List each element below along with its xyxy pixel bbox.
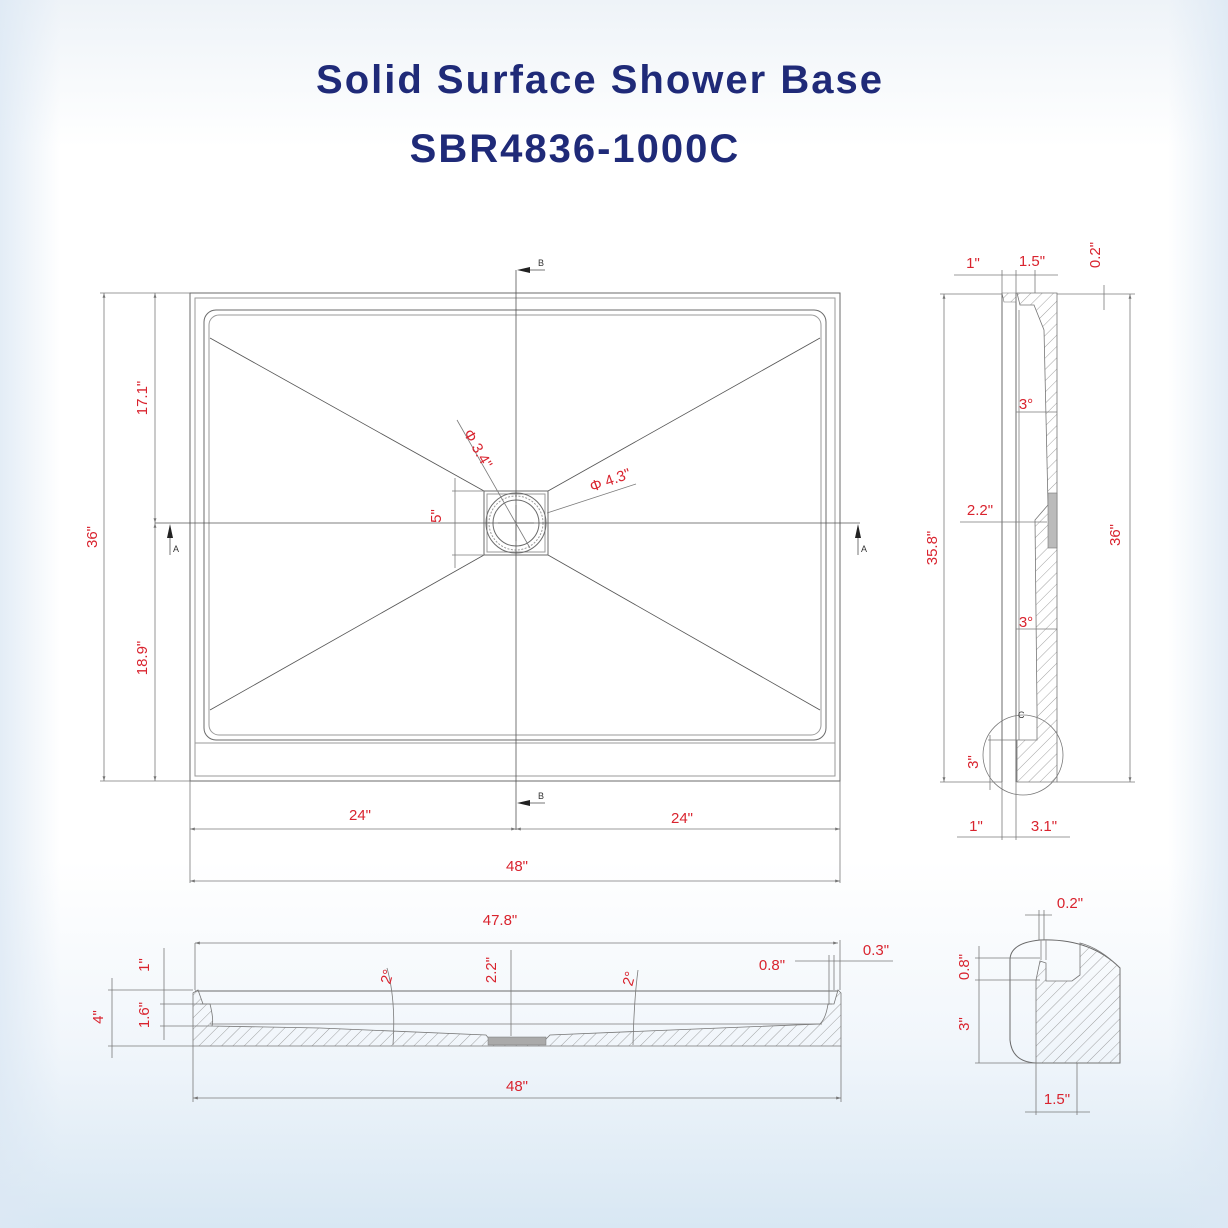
dim-drain-outer-dia: Φ 4.3" [588, 465, 634, 495]
detail-c-label: C [1018, 710, 1025, 720]
dim-drain-inner-dia: Φ 3.4" [460, 427, 496, 472]
background-glow-left [0, 0, 60, 1228]
dim-left-half-width: 24" [349, 807, 371, 824]
section-marker-a-right: A [855, 524, 867, 555]
dim-slope-left: 2° [378, 968, 398, 986]
dim-slope-upper: 3° [1019, 396, 1033, 413]
dim-right-edge: 0.3" [863, 942, 889, 959]
dim-right-lip: 0.8" [759, 957, 785, 974]
svg-text:A: A [861, 544, 867, 554]
dim-inner-length: 47.8" [483, 912, 518, 929]
dim-slope-lower: 3° [1019, 614, 1033, 631]
dim-detail-top-width: 0.2" [1057, 895, 1083, 912]
dim-drain-offset: 2.2" [967, 502, 993, 519]
dim-curb-height: 3" [965, 755, 982, 769]
dim-overall-height-front: 4" [90, 1010, 107, 1024]
detail-c: 0.2" 0.8" 3" 1.5" [956, 895, 1121, 1115]
dim-slope-right: 2° [620, 970, 640, 988]
dim-overall-length: 48" [506, 1078, 528, 1095]
dim-top-right: 0.2" [1087, 242, 1104, 268]
dim-bottom-left: 1" [969, 818, 983, 835]
dim-top-mid: 1.5" [1019, 253, 1045, 270]
dim-overall-height: 36" [84, 526, 101, 548]
dim-lip-height: 1" [136, 958, 153, 972]
dim-bottom-right: 3.1" [1031, 818, 1057, 835]
dim-detail-curb-height: 3" [956, 1017, 973, 1031]
dim-overall-width: 48" [506, 858, 528, 875]
dim-drain-depth: 2.2" [483, 957, 500, 983]
dim-lower-height: 18.9" [134, 641, 151, 676]
section-marker-b-bottom: B [517, 791, 545, 806]
dim-outer-height: 36" [1107, 524, 1124, 546]
svg-text:B: B [538, 258, 544, 268]
section-marker-a-left: A [167, 524, 179, 555]
dim-top-left: 1" [966, 255, 980, 272]
section-marker-b-top: B [517, 258, 545, 273]
dim-detail-lip-height: 0.8" [956, 954, 973, 980]
model-number: SBR4836-1000C [409, 127, 741, 171]
dim-upper-height: 17.1" [134, 381, 151, 416]
side-section-a: C 35.8" 36" 1" 1.5" 0.2" 3° 3° 2.2" 3" [924, 242, 1135, 840]
top-view: B B A A 36" 17.1" 18.9" 5" [84, 258, 867, 883]
dim-inner-height: 35.8" [924, 531, 941, 566]
svg-text:B: B [538, 791, 544, 801]
front-section-b: 47.8" 48" 4" 1" 1.6" 2° 2° 2.2" 0.8" 0.3… [90, 912, 893, 1102]
dim-detail-curb-width: 1.5" [1044, 1091, 1070, 1108]
background-glow-right [1168, 0, 1228, 1228]
dim-right-half-width: 24" [671, 810, 693, 827]
dim-drain-square: 5" [428, 509, 445, 523]
dim-step-height: 1.6" [136, 1002, 153, 1028]
drawing-title: Solid Surface Shower Base [316, 58, 884, 102]
svg-text:A: A [173, 544, 179, 554]
